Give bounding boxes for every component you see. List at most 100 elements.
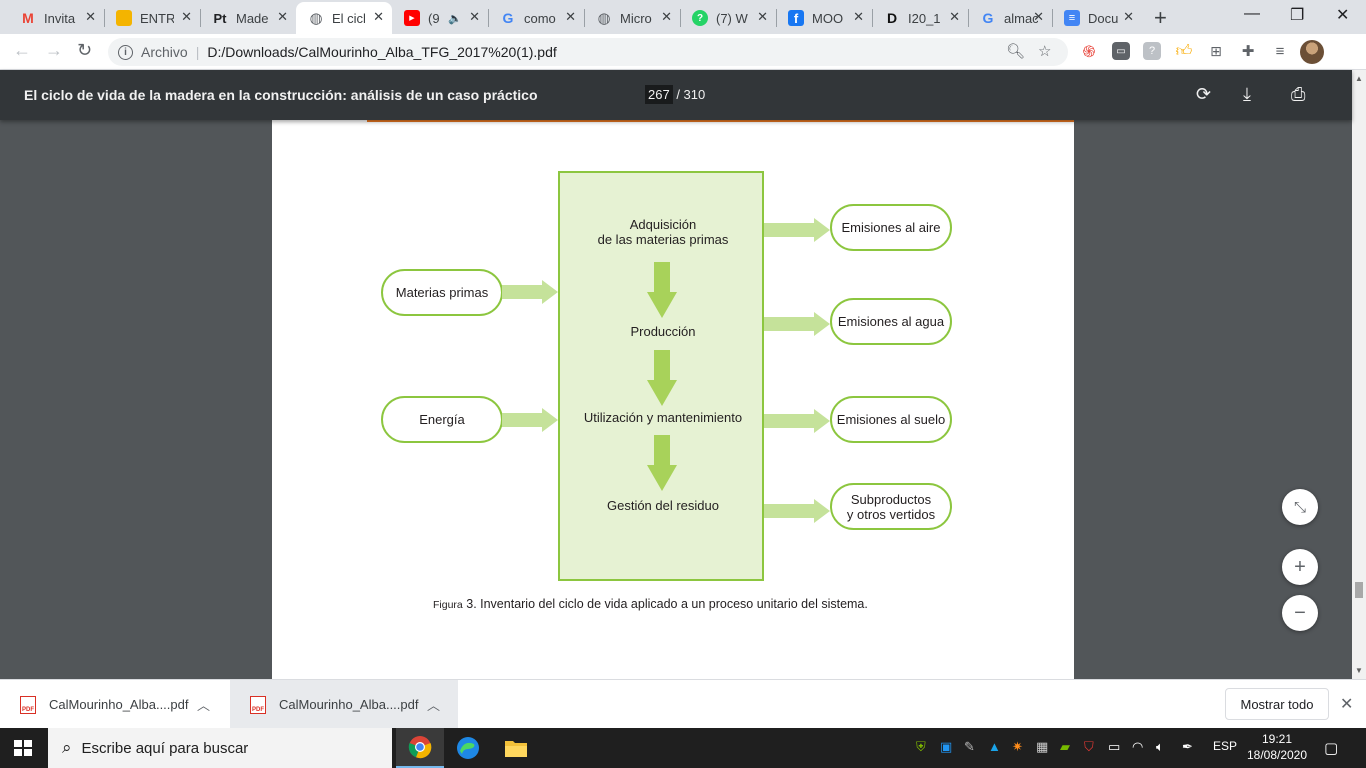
download-bar: PDF CalMourinho_Alba....pdf ︿ PDF CalMou… xyxy=(0,679,1366,729)
tab-active-pdf[interactable]: ◍ El cicl ✕ xyxy=(296,2,392,34)
down-arrow xyxy=(647,350,677,406)
tray-grid-icon[interactable]: ▦ xyxy=(1036,739,1049,754)
extension-swirl-icon[interactable]: ֍ xyxy=(1082,44,1096,61)
tab-facebook[interactable]: f MOO ✕ xyxy=(776,2,872,34)
window-close-icon[interactable]: ✕ xyxy=(1336,7,1350,24)
close-icon[interactable]: ✕ xyxy=(373,9,384,24)
tab-divider xyxy=(1052,9,1053,27)
tab-docs[interactable]: ≡ Docu ✕ xyxy=(1052,2,1142,34)
download-icon[interactable]: ⤓ xyxy=(1243,84,1251,104)
zoom-out-icon[interactable]: − xyxy=(1282,595,1318,631)
tab-micro[interactable]: ◍ Micro ✕ xyxy=(584,2,680,34)
page-number-input[interactable]: 267 xyxy=(645,85,673,104)
page-header-rule xyxy=(367,120,1074,122)
output-arrow xyxy=(764,409,830,433)
d-site-icon: D xyxy=(886,10,898,26)
close-icon[interactable]: ✕ xyxy=(277,9,288,24)
tab-gmail[interactable]: M Invita ✕ xyxy=(8,2,104,34)
pt-site-icon: Pt xyxy=(213,10,227,26)
close-icon[interactable]: ✕ xyxy=(181,9,192,24)
input-arrow xyxy=(502,280,558,304)
restore-icon[interactable]: ❐ xyxy=(1290,7,1305,24)
download-item[interactable]: PDF CalMourinho_Alba....pdf ︿ xyxy=(230,680,458,729)
extension-thumb-icon[interactable]: 👍︎ xyxy=(1175,42,1193,60)
close-icon[interactable]: ✕ xyxy=(85,9,96,24)
windows-taskbar: ⌕ Escribe aquí para buscar ⛨ ▣ ✎ ▲ ✷ ▦ ▰… xyxy=(0,728,1366,768)
tab-youtube[interactable]: ▶ (9 🔈 ✕ xyxy=(392,2,488,34)
info-icon[interactable]: i xyxy=(118,44,133,60)
tray-shield-icon[interactable]: ⛉ xyxy=(1084,739,1094,754)
notification-center-icon[interactable]: ▢ xyxy=(1324,740,1339,757)
wifi-icon[interactable]: ◠ xyxy=(1132,739,1144,754)
minimize-icon[interactable]: — xyxy=(1244,5,1260,22)
tab-divider xyxy=(680,9,681,27)
close-icon[interactable]: ✕ xyxy=(1123,9,1134,24)
tab-made[interactable]: Pt Made ✕ xyxy=(200,2,296,34)
tab-title: ENTR xyxy=(140,10,174,26)
tray-star-icon[interactable]: ✷ xyxy=(1012,739,1023,754)
bookmark-star-icon[interactable]: ☆ xyxy=(1038,43,1052,60)
extension-chat-icon[interactable]: ▭ xyxy=(1112,42,1130,60)
taskbar-edge[interactable] xyxy=(444,728,492,768)
chevron-up-icon[interactable]: ︿ xyxy=(196,698,210,713)
nvidia-icon[interactable]: ▰ xyxy=(1060,739,1070,754)
taskbar-search[interactable]: ⌕ Escribe aquí para buscar xyxy=(48,728,392,768)
extensions-puzzle-icon[interactable]: ✚ xyxy=(1241,43,1255,60)
tab-google-almac[interactable]: G almac ✕ xyxy=(968,2,1052,34)
show-all-button[interactable]: Mostrar todo xyxy=(1225,688,1329,720)
stage-produccion: Producción xyxy=(630,324,696,339)
clock[interactable]: 19:21 18/08/2020 xyxy=(1246,731,1308,763)
media-queue-icon[interactable]: ≡ xyxy=(1275,42,1285,60)
pen-workspace-icon[interactable]: ✒ xyxy=(1182,739,1193,754)
speaker-icon[interactable]: 🔈 xyxy=(448,12,462,25)
tab-title: MOO xyxy=(812,10,844,26)
tray-pen-icon[interactable]: ✎ xyxy=(964,739,975,754)
zoom-icon[interactable]: 🔍︎ xyxy=(1006,43,1026,60)
output-arrow xyxy=(764,312,830,336)
download-item[interactable]: PDF CalMourinho_Alba....pdf ︿ xyxy=(0,680,228,729)
chevron-up-icon[interactable]: ︿ xyxy=(426,698,440,713)
back-arrow-icon[interactable]: ← xyxy=(13,40,31,60)
close-icon[interactable]: ✕ xyxy=(757,9,768,24)
close-icon[interactable]: ✕ xyxy=(469,9,480,24)
scroll-down-icon[interactable]: ▼ xyxy=(1355,666,1363,675)
print-icon[interactable]: ⎙ xyxy=(1291,84,1306,104)
close-icon[interactable]: ✕ xyxy=(853,9,864,24)
close-icon[interactable]: ✕ xyxy=(949,9,960,24)
taskbar-file-explorer[interactable] xyxy=(492,728,540,768)
tab-whatsapp[interactable]: ? (7) W ✕ xyxy=(680,2,776,34)
extension-shield-icon[interactable]: ? xyxy=(1143,42,1161,60)
address-url[interactable]: D:/Downloads/CalMourinho_Alba_TFG_2017%2… xyxy=(207,44,557,60)
pdf-file-icon: PDF xyxy=(20,695,36,714)
profile-avatar[interactable] xyxy=(1300,40,1324,64)
security-shield-icon[interactable]: ⛨ xyxy=(916,739,926,754)
rotate-icon[interactable]: ⟳ xyxy=(1196,84,1212,104)
windows-start-icon[interactable] xyxy=(14,740,32,756)
forward-arrow-icon[interactable]: → xyxy=(45,40,63,60)
close-icon[interactable]: ✕ xyxy=(661,9,672,24)
address-bar[interactable]: i Archivo | D:/Downloads/CalMourinho_Alb… xyxy=(108,38,1068,66)
taskbar-chrome[interactable] xyxy=(396,728,444,768)
tab-slides[interactable]: ENTR ✕ xyxy=(104,2,200,34)
vertical-scrollbar[interactable]: ▲ ▼ xyxy=(1352,70,1366,679)
close-icon[interactable]: ✕ xyxy=(1033,9,1044,24)
battery-icon[interactable]: ▭ xyxy=(1108,739,1121,754)
tab-i20[interactable]: D I20_1 ✕ xyxy=(872,2,968,34)
reload-icon[interactable]: ↻ xyxy=(77,40,93,60)
input-materias-primas: Materias primas xyxy=(381,269,503,316)
zoom-in-icon[interactable]: + xyxy=(1282,549,1318,585)
tray-app-icon[interactable]: ▣ xyxy=(940,739,953,754)
output-emisiones-agua: Emisiones al agua xyxy=(830,298,952,345)
close-icon[interactable]: ✕ xyxy=(1340,696,1354,713)
tab-google-como[interactable]: G como ✕ xyxy=(488,2,584,34)
scrollbar-thumb[interactable] xyxy=(1355,582,1363,598)
close-icon[interactable]: ✕ xyxy=(565,9,576,24)
scroll-up-icon[interactable]: ▲ xyxy=(1355,74,1363,83)
extension-grid-icon[interactable]: ⊞ xyxy=(1210,42,1222,59)
volume-icon[interactable]: 🔈︎ xyxy=(1156,739,1164,754)
new-tab-plus-icon[interactable]: + xyxy=(1154,5,1167,30)
fit-to-page-icon[interactable]: ⤡ xyxy=(1282,489,1318,525)
language-indicator[interactable]: ESP xyxy=(1213,739,1238,753)
youtube-icon: ▶ xyxy=(404,10,420,26)
tray-a-icon[interactable]: ▲ xyxy=(988,739,1001,754)
